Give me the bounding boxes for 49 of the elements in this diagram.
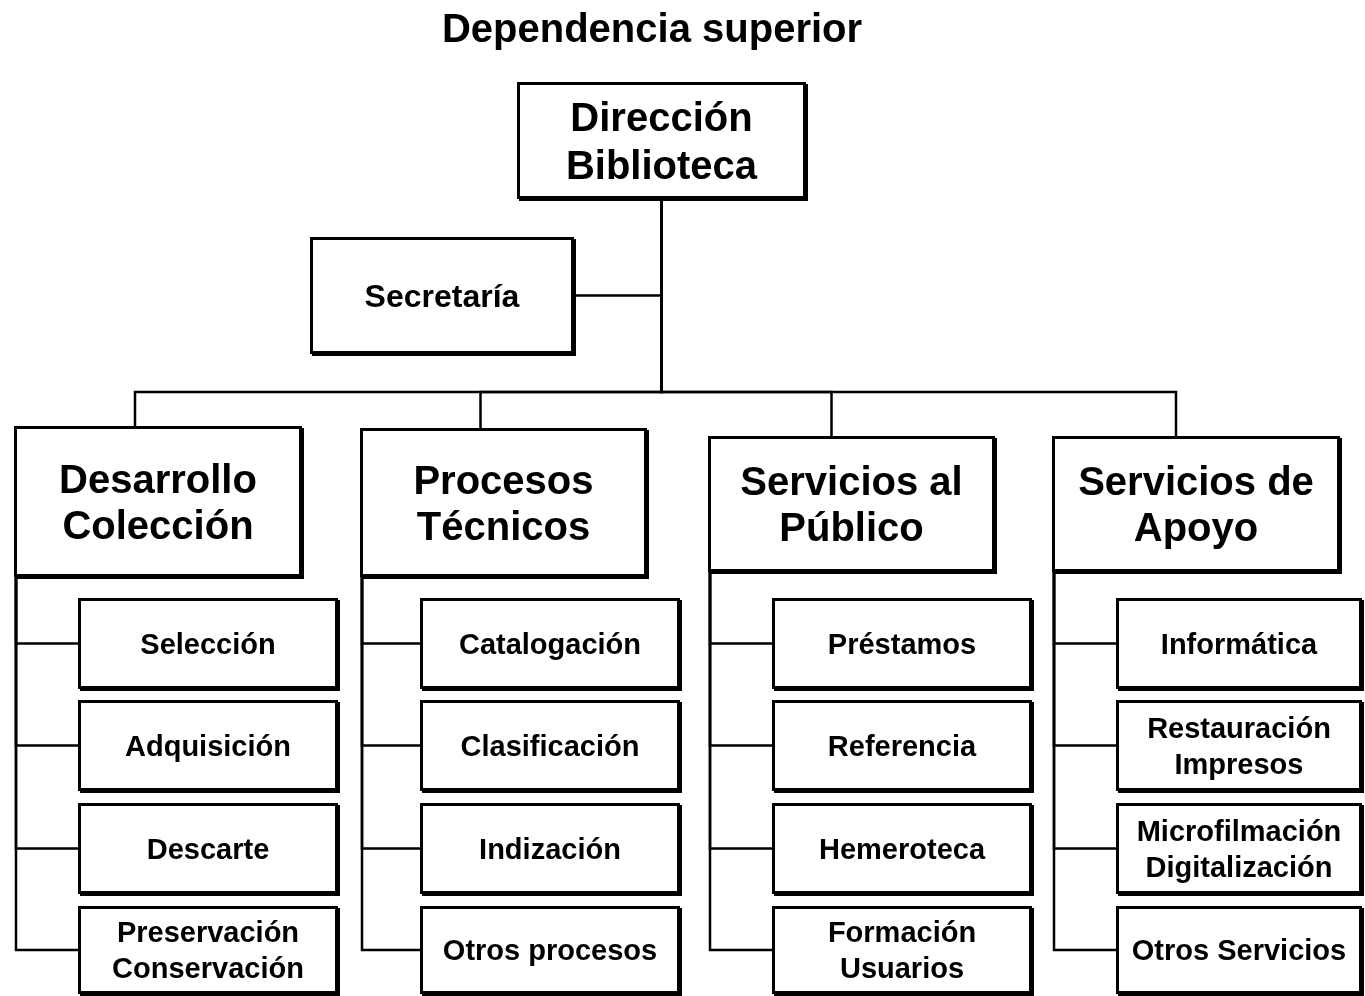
org-unit-box [772,906,1032,994]
org-unit-box [78,906,338,994]
unit-name: Adquisición [125,728,291,764]
unit-name: Procesos Técnicos [412,456,595,549]
unit-name: Préstamos [827,626,977,662]
connector-line [1052,572,1116,952]
org-unit-box [420,598,680,689]
org-unit-box [708,436,995,572]
unit-name: Microfilmación Digitalización [1135,813,1343,885]
org-unit-box [78,700,338,791]
unit-name: Selección [140,626,276,662]
unit-name: Indización [479,831,621,867]
org-unit-box [772,700,1032,791]
unit-name: Restauración Impresos [1146,710,1332,782]
org-unit-box [14,426,302,577]
org-unit-box [1116,803,1362,894]
unit-name: Hemeroteca [819,831,985,867]
org-unit-box [420,803,680,894]
connector-line [708,572,772,952]
unit-name: Formación Usuarios [826,915,978,986]
unit-name: Catalogación [458,626,642,662]
unit-name: Desarrollo Colección [58,455,258,548]
unit-name: Informática [1160,626,1318,662]
diagram-title: Dependencia superior [440,5,864,52]
org-unit-box [78,598,338,689]
org-unit-box [420,700,680,791]
org-unit-box [517,82,806,199]
unit-name: Servicios al Público [739,458,964,550]
org-unit-box [420,906,680,994]
org-unit-box [1052,436,1340,572]
unit-name: Otros Servicios [1131,933,1347,968]
connector-line [14,577,78,952]
org-unit-box [78,803,338,894]
unit-name: Servicios de Apoyo [1077,458,1315,550]
unit-name: Secretaría [364,276,520,315]
unit-name: Descarte [146,831,270,867]
connector-line [360,577,420,952]
org-unit-box [772,598,1032,689]
org-unit-box [360,428,647,577]
unit-name: Dirección Biblioteca [564,93,759,189]
org-unit-box [1116,906,1362,994]
unit-name: Referencia [827,728,977,764]
unit-name: Preservación Conservación [111,915,305,986]
org-unit-box [310,237,574,354]
unit-name: Clasificación [460,728,640,764]
org-unit-box [1116,700,1362,791]
org-unit-box [1116,598,1362,689]
unit-name: Otros procesos [442,933,658,968]
org-unit-box [772,803,1032,894]
